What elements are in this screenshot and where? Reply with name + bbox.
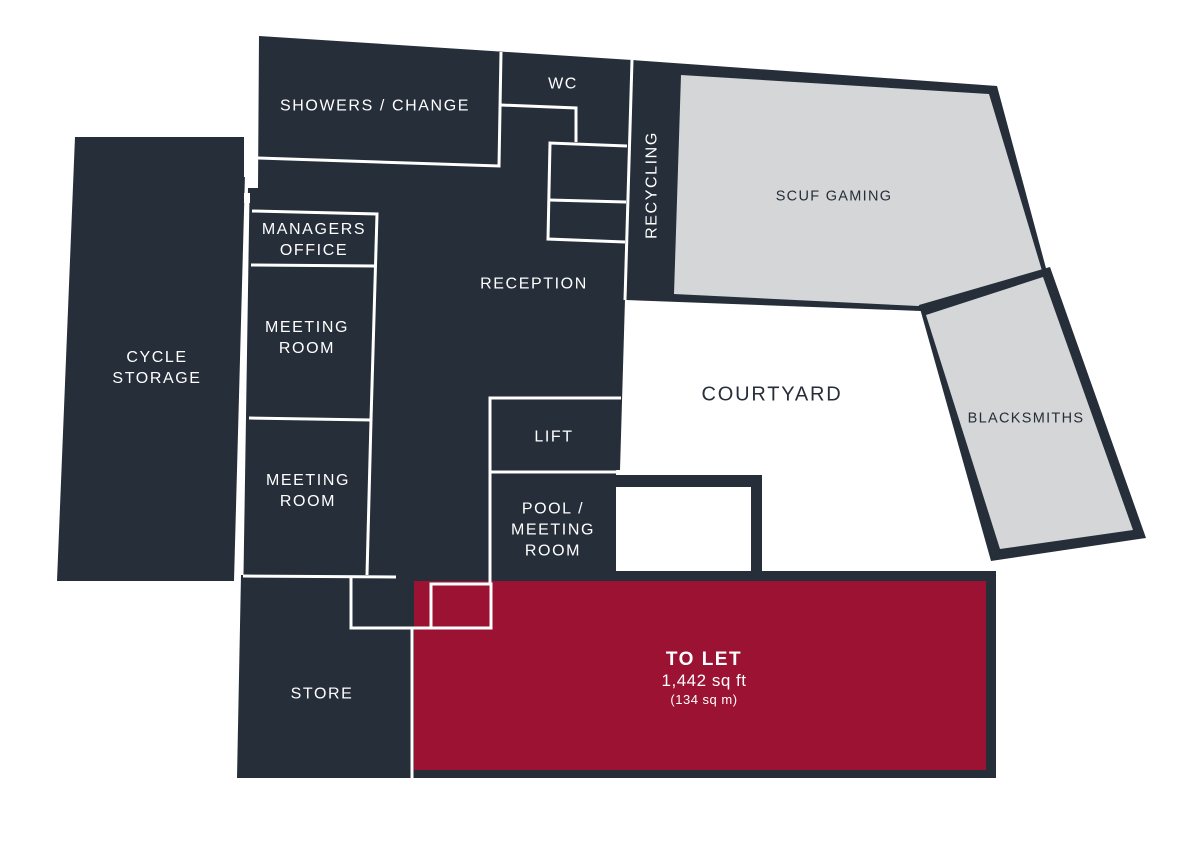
- to-let-area-sqft: 1,442 sq ft: [661, 671, 747, 690]
- store-label: STORE: [290, 685, 354, 703]
- blacksmiths-area: [926, 277, 1133, 549]
- pool-line3: ROOM: [524, 542, 582, 560]
- cycle-storage-area: [57, 137, 246, 581]
- managers-line1: MANAGERS: [261, 221, 367, 238]
- meeting-room-1-label: MEETING ROOM: [265, 317, 349, 359]
- to-let-area-sqm: (134 sq m): [670, 692, 738, 707]
- pool-line2: MEETING: [510, 521, 596, 539]
- managers-office-label: MANAGERS OFFICE: [262, 219, 366, 261]
- blacksmiths-label: BLACKSMITHS: [967, 410, 1085, 427]
- to-let-area: [414, 581, 986, 770]
- meeting1-line2: ROOM: [278, 340, 336, 357]
- reception-label: RECEPTION: [480, 275, 588, 293]
- wc-label: WC: [548, 75, 578, 93]
- meeting2-line1: MEETING: [265, 472, 351, 489]
- lift-label: LIFT: [534, 428, 574, 446]
- interior-walls: [240, 51, 634, 778]
- to-let-title: TO LET: [665, 649, 743, 670]
- scuf-gaming-area: [674, 75, 1043, 306]
- main-building-area: [237, 36, 632, 778]
- cycle-line2: STORAGE: [112, 370, 202, 387]
- showers-change-label: SHOWERS / CHANGE: [279, 97, 471, 115]
- meeting-room-2-label: MEETING ROOM: [266, 470, 350, 512]
- courtyard-label: COURTYARD: [701, 383, 843, 406]
- recycling-label: RECYCLING: [643, 131, 661, 239]
- pool-meeting-room-label: POOL / MEETING ROOM: [511, 499, 595, 562]
- pool-line1: POOL /: [521, 500, 585, 518]
- managers-line2: OFFICE: [279, 242, 349, 259]
- meeting2-line2: ROOM: [279, 493, 337, 510]
- scuf-gaming-label: SCUF GAMING: [775, 188, 893, 205]
- meeting1-line1: MEETING: [264, 319, 350, 336]
- to-let-label: TO LET 1,442 sq ft (134 sq m): [662, 648, 747, 708]
- pool-courtyard-cutout: [616, 487, 751, 571]
- cycle-line1: CYCLE: [126, 349, 188, 366]
- cycle-storage-label: CYCLE STORAGE: [112, 347, 201, 389]
